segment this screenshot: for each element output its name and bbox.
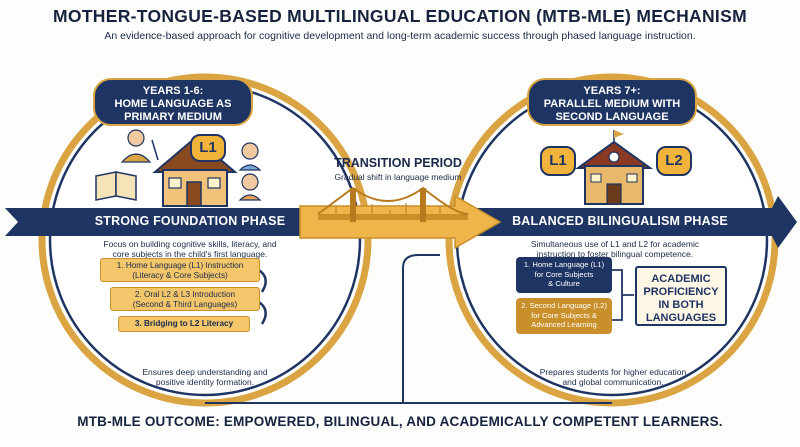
left-note-line2: positive identity formation. (155, 377, 255, 387)
bridge-icon (317, 186, 469, 222)
left-step-3: 3. Bridging to L2 Literacy (118, 316, 250, 332)
right-step-2-title: 2. Second Language (L2) (521, 301, 607, 310)
school-building-icon (574, 130, 654, 205)
right-pill-line2: PARALLEL MEDIUM WITH (543, 98, 681, 110)
left-phase-description: Focus on building cognitive skills, lite… (60, 239, 320, 259)
left-pill-line2: HOME LANGUAGE AS (114, 98, 232, 110)
outcome-line3: IN BOTH (658, 299, 704, 311)
right-step-1-line2: for Core Subjects (534, 269, 594, 279)
right-years-pill: YEARS 7+: PARALLEL MEDIUM WITH SECOND LA… (527, 78, 697, 126)
page-title: MOTHER-TONGUE-BASED MULTILINGUAL EDUCATI… (53, 6, 747, 26)
left-l1-bubble: L1 (190, 134, 226, 162)
left-step-1: 1. Home Language (L1) Instruction (Liter… (100, 258, 260, 282)
girl-icon (238, 173, 262, 201)
left-step-1-detail: (Literacy & Core Subjects) (132, 271, 228, 280)
right-phase-note: Prepares students for higher education a… (508, 367, 718, 387)
right-pill-line1: YEARS 7+: (583, 85, 641, 97)
outcome-line2: PROFICIENCY (643, 286, 719, 298)
right-desc-line1: Simultaneous use of L1 and L2 for academ… (530, 239, 700, 249)
left-phase-banner: STRONG FOUNDATION PHASE (94, 214, 286, 228)
left-years-pill: YEARS 1-6: HOME LANGUAGE AS PRIMARY MEDI… (93, 78, 253, 126)
left-pill-line1: YEARS 1-6: (142, 85, 204, 97)
right-desc-line2: instruction to foster bilingual competen… (536, 249, 694, 259)
left-desc-line2: core subjects in the child's first langu… (112, 249, 268, 259)
book-icon (95, 171, 137, 201)
right-step-2-line2: for Core Subjects & (531, 310, 597, 320)
right-outcome-box: ACADEMIC PROFICIENCY IN BOTH LANGUAGES (635, 266, 727, 326)
left-step-2-title: 2. Oral L2 & L3 Introduction (134, 290, 236, 299)
left-note-line1: Ensures deep understanding and (142, 367, 268, 377)
right-note-line2: and global communication. (562, 377, 664, 387)
left-banner-arrow (5, 208, 338, 236)
left-step-1-title: 1. Home Language (L1) Instruction (116, 261, 244, 270)
outcome-line1: ACADEMIC (651, 273, 711, 285)
right-banner-arrow (460, 196, 797, 248)
right-step-1-line3: & Culture (548, 279, 580, 288)
child-icon (238, 142, 262, 171)
right-note-line1: Prepares students for higher education (539, 367, 687, 377)
teacher-icon (120, 129, 159, 163)
left-step-2-detail: (Second & Third Languages) (132, 300, 238, 309)
left-step-2: 2. Oral L2 & L3 Introduction (Second & T… (110, 287, 260, 311)
transition-title: TRANSITION PERIOD (334, 156, 462, 170)
left-desc-line1: Focus on building cognitive skills, lite… (103, 239, 277, 249)
left-phase-note: Ensures deep understanding and positive … (110, 367, 300, 387)
right-pill-line3: SECOND LANGUAGE (555, 111, 669, 123)
right-step-1-title: 1. Home Language (L1) (523, 260, 605, 269)
right-l2-bubble: L2 (656, 146, 692, 176)
right-phase-description: Simultaneous use of L1 and L2 for academ… (490, 239, 740, 259)
right-phase-banner: BALANCED BILINGUALISM PHASE (512, 214, 728, 228)
page-subtitle: An evidence-based approach for cognitive… (104, 30, 696, 42)
right-step-2: 2. Second Language (L2) for Core Subject… (516, 298, 612, 334)
transition-subtitle: Gradual shift in language medium (334, 172, 462, 182)
right-l1-bubble: L1 (540, 146, 576, 176)
right-step-1: 1. Home Language (L1) for Core Subjects … (516, 257, 612, 293)
left-pill-line3: PRIMARY MEDIUM (124, 111, 222, 123)
outcome-line4: LANGUAGES (645, 312, 717, 324)
right-step-2-line3: Advanced Learning (531, 320, 597, 329)
outcome-footer: MTB-MLE OUTCOME: EMPOWERED, BILINGUAL, A… (77, 414, 723, 429)
